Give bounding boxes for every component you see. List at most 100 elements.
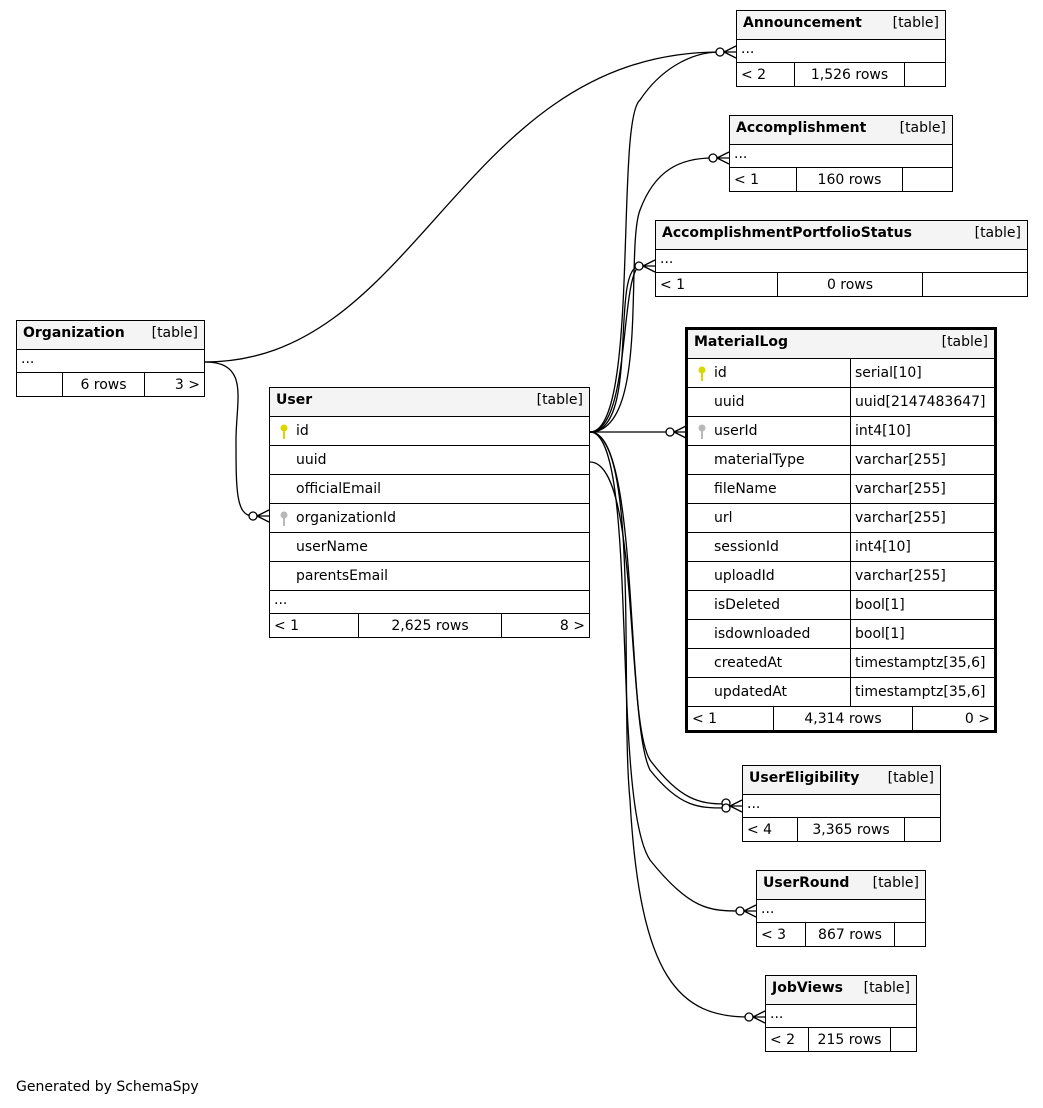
column-row[interactable]: officialEmail [270, 475, 589, 504]
parents-count[interactable]: < 1 [688, 707, 774, 730]
column-row[interactable]: parentsEmail [270, 562, 589, 591]
column-row[interactable]: id [270, 417, 589, 446]
children-count[interactable] [891, 1028, 916, 1051]
crowfoot-user-org [256, 509, 270, 523]
table-announcement[interactable]: Announcement [table] ... < 2 1,526 rows [736, 10, 946, 87]
children-count[interactable] [895, 923, 925, 946]
children-count[interactable] [923, 273, 1027, 296]
table-organization[interactable]: Organization [table] ... 6 rows 3 > [16, 320, 205, 397]
primary-key-icon [698, 366, 706, 381]
crowfoot-materiallog [673, 425, 687, 439]
column-type: int4[10] [850, 417, 994, 445]
column-type: timestamptz[35,6] [850, 649, 994, 677]
column-row[interactable]: isdownloaded bool[1] [688, 620, 994, 649]
edge-end-jobviews [744, 1012, 754, 1022]
column-type: varchar[255] [850, 446, 994, 474]
edge-organization-announcement [204, 51, 721, 363]
column-type: bool[1] [850, 591, 994, 619]
table-footer: < 2 1,526 rows [737, 63, 945, 86]
parents-count[interactable]: < 1 [656, 273, 778, 296]
edge-end-eligibility-b [721, 803, 731, 813]
column-name: id [714, 365, 727, 381]
table-kind: [table] [887, 770, 934, 786]
table-name: Announcement [743, 15, 862, 31]
edge-end-user-org [248, 511, 258, 521]
table-header: Organization [table] [17, 321, 204, 350]
column-name: uuid [714, 394, 745, 410]
column-row[interactable]: userId int4[10] [688, 417, 994, 446]
children-count[interactable]: 3 > [174, 376, 200, 393]
table-header: Announcement [table] [737, 11, 945, 40]
column-name: id [296, 423, 309, 439]
column-row[interactable]: uuid [270, 446, 589, 475]
parents-count[interactable]: < 1 [270, 614, 359, 637]
crowfoot-announcement [723, 45, 737, 59]
parents-count[interactable]: < 2 [766, 1028, 809, 1051]
column-name: officialEmail [296, 481, 381, 497]
table-kind: [table] [536, 392, 583, 408]
table-footer: < 1 4,314 rows 0 > [688, 707, 994, 730]
column-name: url [714, 510, 733, 526]
column-row[interactable]: organizationId [270, 504, 589, 533]
table-name: JobViews [772, 980, 843, 996]
table-user-eligibility[interactable]: UserEligibility [table] ... < 4 3,365 ro… [742, 765, 941, 842]
column-type: bool[1] [850, 620, 994, 648]
edge-user-portfolio [589, 265, 640, 433]
row-count: 6 rows [63, 373, 145, 396]
row-count: 867 rows [806, 923, 895, 946]
table-footer: < 1 0 rows [656, 273, 1027, 296]
parents-count[interactable]: < 1 [730, 168, 797, 191]
children-count[interactable] [903, 168, 952, 191]
table-accomplishment[interactable]: Accomplishment [table] ... < 1 160 rows [729, 115, 953, 192]
column-row[interactable]: userName [270, 533, 589, 562]
edge-user-jobviews [589, 431, 750, 1018]
table-footer: < 3 867 rows [757, 923, 925, 946]
parents-count[interactable]: < 2 [737, 63, 795, 86]
parents-count[interactable] [17, 373, 63, 396]
table-accomplishment-portfolio-status[interactable]: AccomplishmentPortfolioStatus [table] ..… [655, 220, 1028, 297]
edge-end-userround [735, 906, 745, 916]
column-name: isDeleted [714, 597, 781, 613]
table-kind: [table] [941, 334, 988, 350]
parents-count[interactable]: < 4 [743, 818, 798, 841]
table-footer: < 1 2,625 rows 8 > [270, 614, 589, 637]
edge-end-announcement [715, 47, 725, 57]
table-name: AccomplishmentPortfolioStatus [662, 225, 912, 241]
table-name: MaterialLog [694, 334, 789, 350]
table-kind: [table] [863, 980, 910, 996]
column-name: isdownloaded [714, 626, 811, 642]
column-row[interactable]: isDeleted bool[1] [688, 591, 994, 620]
generated-by-credit: Generated by SchemaSpy [16, 1079, 199, 1095]
table-user[interactable]: User [table] id uuid officialEmail organ… [269, 387, 590, 638]
children-count[interactable]: 8 > [559, 617, 585, 634]
column-name: organizationId [296, 510, 397, 526]
children-count[interactable]: 0 > [964, 710, 990, 727]
parents-count[interactable]: < 3 [757, 923, 806, 946]
crowfoot-eligibility [729, 799, 743, 813]
table-user-round[interactable]: UserRound [table] ... < 3 867 rows [756, 870, 926, 947]
column-name: fileName [714, 481, 777, 497]
table-job-views[interactable]: JobViews [table] ... < 2 215 rows [765, 975, 917, 1052]
columns-ellipsis: ... [730, 145, 952, 168]
column-name: userId [714, 423, 758, 439]
row-count: 0 rows [778, 273, 923, 296]
edge-user-portfolio-b [589, 265, 640, 433]
edge-end-materiallog [665, 427, 675, 437]
row-count: 3,365 rows [798, 818, 905, 841]
table-footer: 6 rows 3 > [17, 373, 204, 396]
children-count[interactable] [905, 818, 940, 841]
columns-ellipsis: ... [743, 795, 940, 818]
row-count: 4,314 rows [774, 707, 913, 730]
children-count[interactable] [905, 63, 945, 86]
table-name: UserRound [763, 875, 850, 891]
